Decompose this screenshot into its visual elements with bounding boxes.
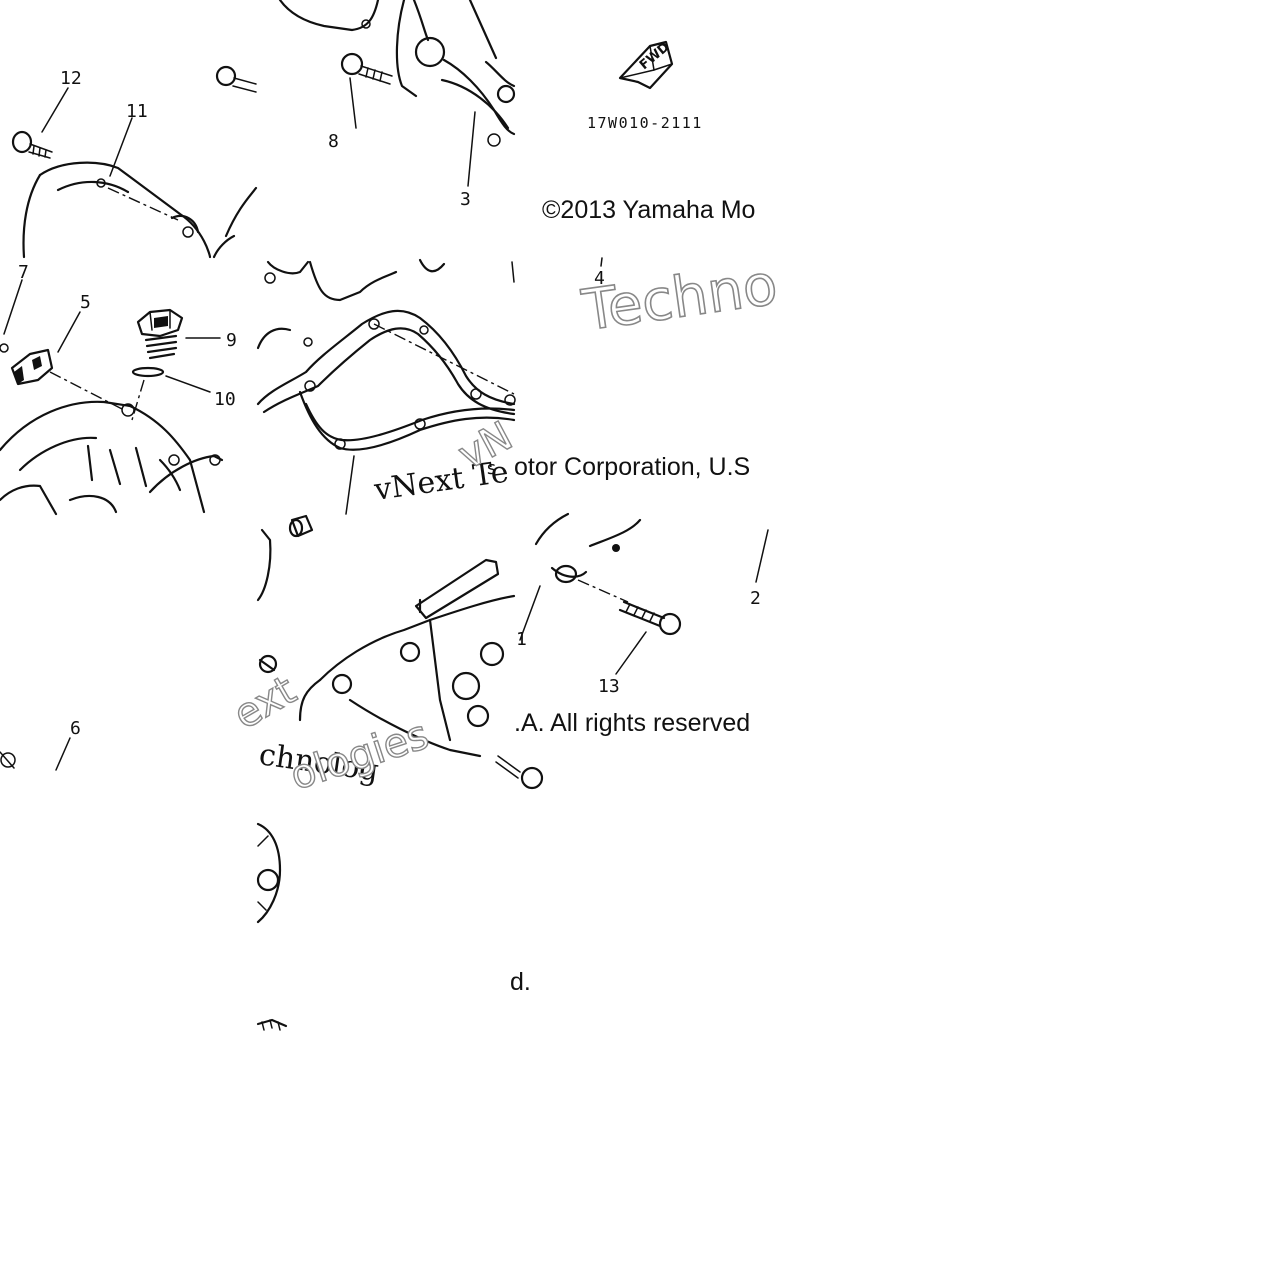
diagram-tile-r3c3: 2 1 13 .A. All rights reserved: [514, 512, 769, 737]
gasket-outline: [256, 309, 516, 451]
crankcase-cover-right: [258, 558, 516, 758]
diagram-tile-r3c1: 6: [0, 718, 81, 771]
callout-4: 4: [594, 268, 605, 289]
bolt-top-left: [215, 65, 257, 93]
diagram-tile-r2c3: 4 Techno s otor Corporation, U.S vN: [450, 252, 782, 481]
cover-outline-r2c1: [0, 400, 224, 516]
cover-1: [534, 512, 642, 584]
diagram-tile-r4c2: [256, 822, 288, 1031]
leader-12: [41, 87, 69, 133]
fwd-arrow-icon: FWD: [618, 40, 674, 90]
watermark-fragment-2: Techno: [578, 252, 781, 344]
copyright-fragment-1: ©2013 Yamaha Mo: [542, 196, 755, 224]
callout-9: 9: [226, 330, 237, 351]
bolt-13: [618, 600, 682, 636]
callout-2: 2: [750, 588, 761, 609]
diagram-tile-r2c1: 7 5 9 10: [0, 262, 237, 516]
leader-7: [3, 279, 23, 335]
leader-6: [55, 737, 71, 771]
callout-12: 12: [60, 68, 82, 89]
callout-13: 13: [598, 676, 620, 697]
o-ring-10: [131, 366, 165, 378]
clamp-5: [10, 348, 54, 386]
part-code: 17W010-2111: [587, 114, 703, 132]
callout-5: 5: [80, 292, 91, 313]
leader-5: [57, 311, 81, 353]
bolt-r3c2: [495, 755, 544, 790]
leader-8: [349, 77, 357, 129]
copyright-fragment-4: d.: [510, 968, 531, 996]
diagram-tile-r4c3: d.: [510, 968, 531, 996]
callout-10: 10: [214, 389, 236, 410]
callout-7: 7: [18, 262, 29, 283]
callout-fragment-extra: s: [486, 458, 497, 479]
leader-2: [755, 529, 769, 583]
diagram-tile-r1c3: FWD 17W010-2111 ©2013 Yamaha Mo: [542, 40, 755, 224]
bolt-8: [340, 52, 393, 85]
diagram-tile-r1c2: 8 3: [278, 0, 516, 210]
oil-filler-plug-9: [136, 308, 184, 360]
leader-3: [467, 111, 476, 187]
leader-10: [165, 375, 211, 393]
callout-6: 6: [70, 718, 81, 739]
dowel-pin: [288, 514, 314, 538]
leader-11: [109, 117, 133, 177]
copyright-fragment-2: otor Corporation, U.S: [514, 453, 750, 481]
cover-11: [22, 161, 258, 259]
leader-13: [615, 631, 647, 675]
leader-1: [519, 585, 541, 641]
watermark-fragment-5: ologies: [285, 712, 434, 800]
callout-8: 8: [328, 131, 339, 152]
bolt-12: [11, 130, 53, 159]
callout-1: 1: [516, 629, 527, 650]
diagram-tile-r1c1: 12 11: [11, 65, 258, 259]
watermark-fragment-4: ext: [226, 667, 304, 738]
diagram-tile-r3c2: ext chnolog ologies: [225, 514, 544, 800]
callout-11: 11: [126, 101, 148, 122]
callout-3: 3: [460, 189, 471, 210]
copyright-fragment-3: .A. All rights reserved: [514, 709, 750, 737]
